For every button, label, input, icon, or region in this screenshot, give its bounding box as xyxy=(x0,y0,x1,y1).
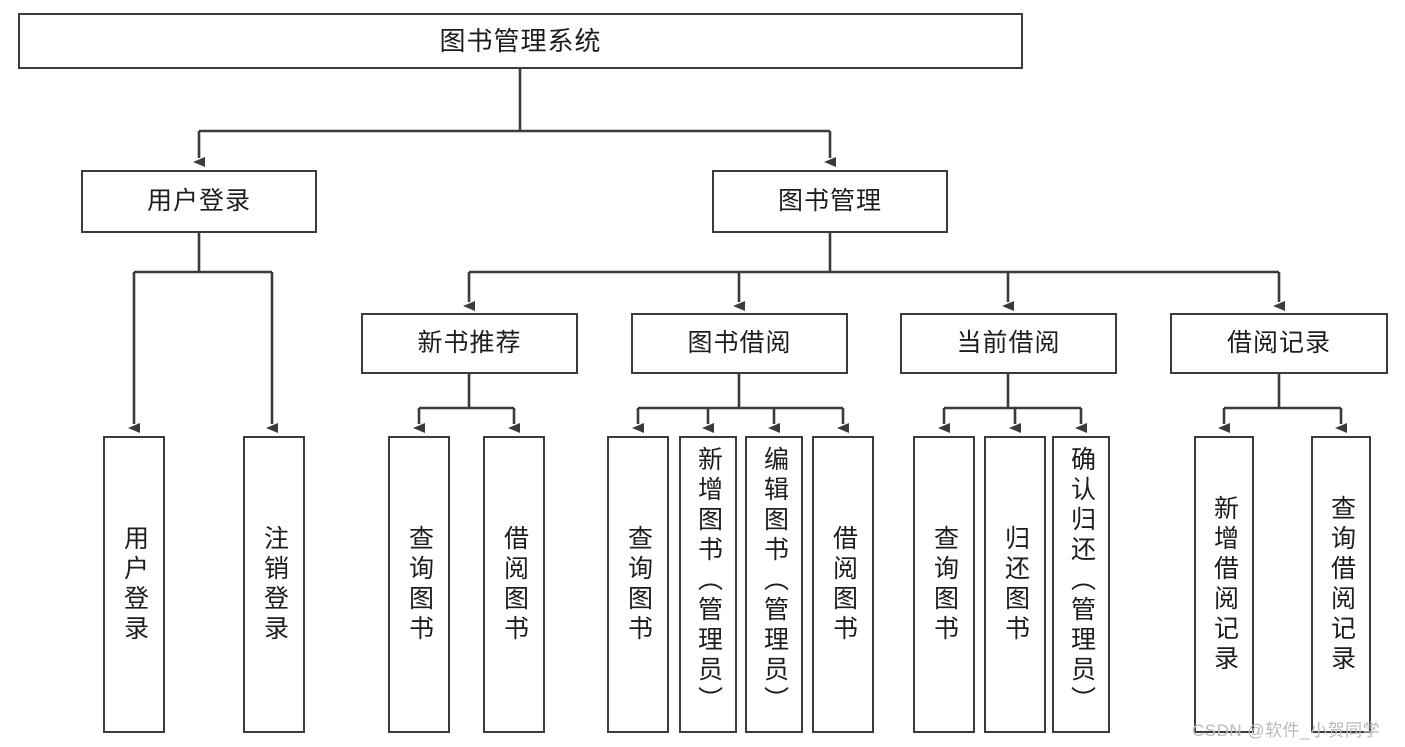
leaf-query-borrow-record[interactable]: 查询借阅记录 xyxy=(1311,436,1371,733)
leaf-query-book-current-label: 查询图书 xyxy=(930,524,959,645)
leaf-add-book-admin[interactable]: 新增图书（管理员） xyxy=(679,436,737,733)
node-book-manage-label: 图书管理 xyxy=(777,186,882,215)
leaf-edit-book-admin-label: 编辑图书（管理员） xyxy=(760,446,789,716)
leaf-add-borrow-record-label: 新增借阅记录 xyxy=(1210,494,1239,675)
node-new-book-recommend-label: 新书推荐 xyxy=(417,328,522,357)
leaf-query-book-borrow[interactable]: 查询图书 xyxy=(607,436,669,733)
leaf-user-logout-label: 注销登录 xyxy=(260,524,289,645)
node-user-login[interactable]: 用户登录 xyxy=(81,170,317,233)
leaf-user-logout[interactable]: 注销登录 xyxy=(243,436,305,733)
leaf-query-book-current[interactable]: 查询图书 xyxy=(913,436,975,733)
leaf-borrow-book[interactable]: 借阅图书 xyxy=(812,436,874,733)
leaf-query-book-recommend[interactable]: 查询图书 xyxy=(388,436,450,733)
leaf-return-book-label: 归还图书 xyxy=(1001,524,1030,645)
leaf-user-login[interactable]: 用户登录 xyxy=(103,436,165,733)
leaf-borrow-book-label: 借阅图书 xyxy=(829,524,858,645)
leaf-query-borrow-record-label: 查询借阅记录 xyxy=(1327,494,1356,675)
leaf-edit-book-admin[interactable]: 编辑图书（管理员） xyxy=(745,436,803,733)
node-new-book-recommend[interactable]: 新书推荐 xyxy=(361,313,578,374)
leaf-add-borrow-record[interactable]: 新增借阅记录 xyxy=(1194,436,1254,733)
node-current-borrow[interactable]: 当前借阅 xyxy=(900,313,1117,374)
node-borrow-record[interactable]: 借阅记录 xyxy=(1170,313,1388,374)
node-book-borrow[interactable]: 图书借阅 xyxy=(631,313,848,374)
leaf-return-book[interactable]: 归还图书 xyxy=(984,436,1046,733)
node-user-login-label: 用户登录 xyxy=(146,186,251,215)
leaf-borrow-book-recommend[interactable]: 借阅图书 xyxy=(483,436,545,733)
node-root-label: 图书管理系统 xyxy=(439,25,602,56)
leaf-query-book-borrow-label: 查询图书 xyxy=(624,524,653,645)
leaf-add-book-admin-label: 新增图书（管理员） xyxy=(694,446,723,716)
node-root[interactable]: 图书管理系统 xyxy=(18,13,1023,69)
csdn-watermark: CSDN @软件_小贺同学 xyxy=(1192,721,1381,740)
node-current-borrow-label: 当前借阅 xyxy=(956,328,1061,357)
leaf-user-login-label: 用户登录 xyxy=(120,524,149,645)
node-book-manage[interactable]: 图书管理 xyxy=(712,170,948,233)
leaf-confirm-return-admin-label: 确认归还（管理员） xyxy=(1067,446,1096,716)
leaf-query-book-recommend-label: 查询图书 xyxy=(405,524,434,645)
node-borrow-record-label: 借阅记录 xyxy=(1226,328,1331,357)
leaf-confirm-return-admin[interactable]: 确认归还（管理员） xyxy=(1052,436,1110,733)
node-book-borrow-label: 图书借阅 xyxy=(687,328,792,357)
leaf-borrow-book-recommend-label: 借阅图书 xyxy=(500,524,529,645)
